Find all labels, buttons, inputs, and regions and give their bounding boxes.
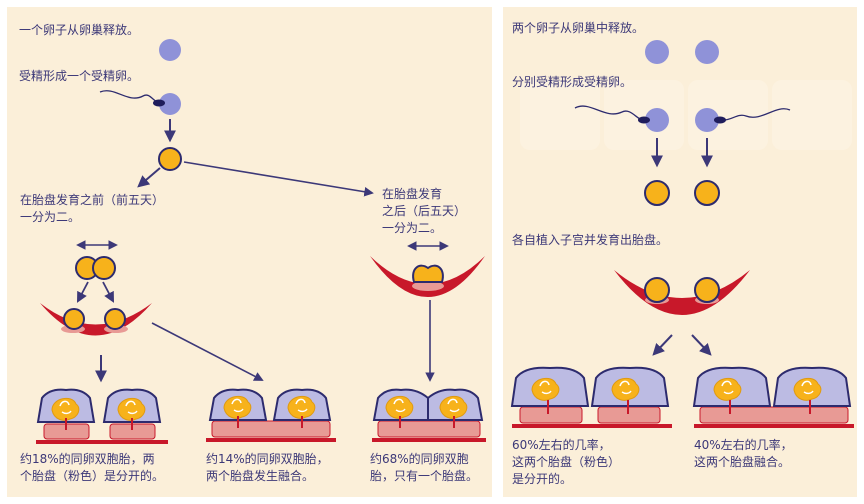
egg-icon — [159, 93, 181, 115]
outcome-a-illustration — [36, 388, 168, 444]
egg-icon — [159, 39, 181, 61]
outcome-c-line2: 胎，只有一个胎盘。 — [370, 469, 479, 483]
right-step1-label: 两个卵子从卵巢中释放。 — [512, 21, 645, 35]
placenta-icon — [412, 281, 444, 291]
right-outcome-a-line3: 是分开的。 — [512, 472, 573, 486]
zygote-icon — [644, 180, 670, 206]
outcome-a-line1: 约18%的同卵双胞胎，两 — [20, 452, 155, 466]
outcome-b-illustration — [206, 388, 336, 442]
early-split-line1: 在胎盘发育之前（前五天） — [20, 193, 165, 207]
outcome-right-a-illustration — [510, 366, 672, 428]
right-outcome-a-line2: 这两个胎盘（粉色） — [512, 455, 621, 469]
left-step2-label: 受精形成一个受精卵。 — [19, 69, 140, 83]
uterus-icon — [614, 270, 750, 315]
embryo-icon — [644, 277, 670, 303]
arrow-early-split — [137, 167, 161, 188]
late-split-line1: 在胎盘发育 — [382, 187, 443, 201]
left-step1-label: 一个卵子从卵巢释放。 — [19, 23, 140, 37]
dividing-embryo-icon — [412, 264, 444, 283]
egg-icon — [645, 108, 669, 132]
right-outcome-b-line1: 40%左右的几率， — [694, 438, 793, 452]
split-cell-icon — [92, 256, 116, 280]
right-outcome-a-line1: 60%左右的几率， — [512, 438, 611, 452]
outcome-b-line1: 约14%的同卵双胞胎， — [206, 452, 329, 466]
uterus-icon — [370, 256, 485, 297]
zygote-icon — [158, 147, 182, 171]
egg-icon — [645, 40, 669, 64]
arrow-down-right — [691, 334, 712, 356]
zygote-icon — [694, 180, 720, 206]
sperm-head-icon — [153, 99, 165, 107]
outcome-c-line1: 约68%的同卵双胞 — [370, 452, 469, 466]
arrow-down-left — [652, 334, 673, 356]
outcome-a-line2: 个胎盘（粉色）是分开的。 — [20, 469, 165, 483]
early-split-line2: 一分为二。 — [20, 210, 81, 224]
egg-icon — [695, 40, 719, 64]
embryo-icon — [694, 277, 720, 303]
outcome-b-line2: 两个胎盘发生融合。 — [206, 469, 315, 483]
sperm-tail — [723, 108, 791, 121]
sperm-tail — [99, 90, 161, 104]
right-step2-label: 分别受精形成受精卵。 — [512, 75, 633, 89]
sperm-head-icon — [638, 116, 650, 124]
arrow-down-right — [102, 281, 115, 303]
background-tiles — [520, 80, 852, 150]
right-step3-label: 各自植入子宫并发育出胎盘。 — [512, 233, 669, 247]
embryo-icon — [63, 308, 85, 330]
egg-icon — [695, 108, 719, 132]
arrow-to-fused — [151, 322, 264, 381]
sperm-tail — [574, 105, 643, 121]
embryo-icon — [104, 308, 126, 330]
late-split-line3: 一分为二。 — [382, 221, 443, 235]
arrow-down-left — [76, 281, 89, 303]
outcome-right-b-illustration — [692, 366, 854, 428]
arrow-late-split — [183, 161, 374, 197]
right-outcome-b-line2: 这两个胎盘融合。 — [694, 455, 791, 469]
late-split-line2: 之后（后五天） — [382, 204, 467, 218]
outcome-c-illustration — [372, 388, 486, 442]
sperm-head-icon — [714, 116, 726, 124]
